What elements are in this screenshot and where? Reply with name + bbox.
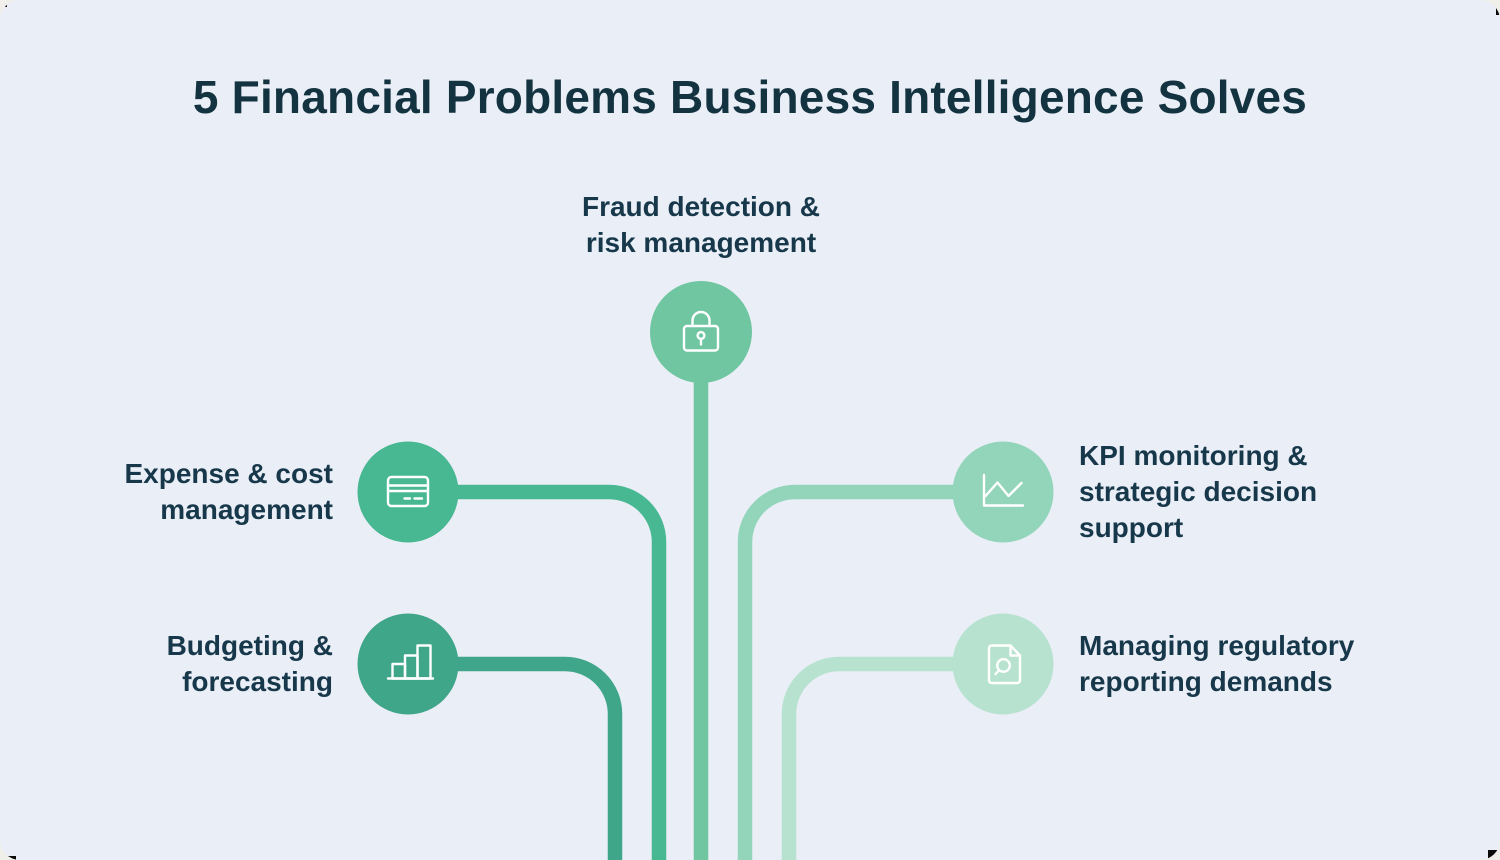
node-label-expense: Expense & cost management: [124, 458, 333, 525]
page-title: 5 Financial Problems Business Intelligen…: [192, 71, 1308, 123]
connector-managing: [781, 656, 1003, 860]
screenshot-corner-artifact-bottom-left: [0, 856, 16, 860]
node-label-budgeting: Budgeting & forecasting: [166, 630, 333, 697]
connector-expense: [408, 484, 667, 860]
document-search-icon: [987, 644, 1022, 685]
credit-card-icon: [386, 475, 430, 508]
connector-budgeting: [408, 656, 623, 860]
node-circle-kpi: [952, 441, 1054, 543]
node-circle-budgeting: [357, 613, 459, 715]
screenshot-corner-artifact-bottom-right: [1488, 850, 1500, 860]
bar-chart-icon: [386, 644, 435, 680]
line-chart-icon: [982, 473, 1025, 507]
screenshot-corner-artifact-top-right: [1496, 0, 1500, 15]
lock-icon: [682, 310, 720, 352]
node-label-fraud: Fraud detection & risk management: [581, 191, 820, 258]
node-label-managing: Managing regulatory reporting demands: [1079, 630, 1355, 697]
screenshot-corner-artifact-top-left: [0, 0, 7, 7]
node-circle-managing: [952, 613, 1054, 715]
node-label-kpi: KPI monitoring & strategic decision supp…: [1079, 440, 1318, 543]
connector-kpi: [737, 484, 1003, 860]
